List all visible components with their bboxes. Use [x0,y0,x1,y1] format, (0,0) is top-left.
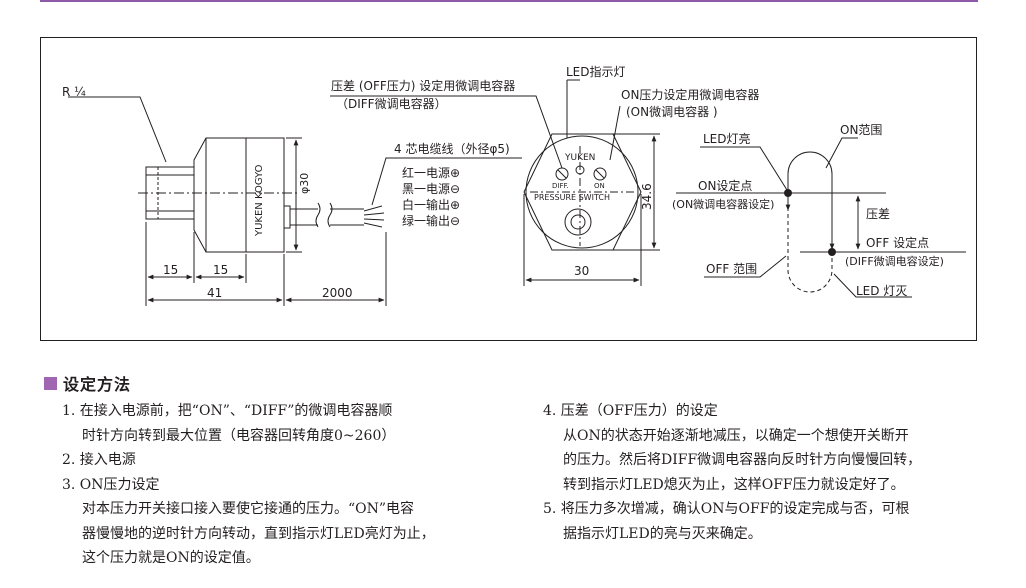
dim-15-left: 15 [163,263,178,277]
off-setpoint-label: OFF 设定点 [866,235,929,250]
off-setpoint-sub: (DIFF微调电容设定) [845,254,944,268]
instruction-line: 3. ON压力设定 [62,476,160,493]
diff-capacitor-sub: （DIFF微调电容器） [336,96,447,111]
instruction-line: 器慢慢地的逆时针方向转动，直到指示灯LED亮灯为止， [82,525,435,542]
instruction-line: 对本压力开关接口接入要使它接通的压力。“ON”电容 [82,501,415,517]
hex-body [193,137,247,253]
section-title: 设定方法 [63,375,132,394]
dim-2000: 2000 [322,286,353,300]
on-off-diagram [676,137,966,298]
instruction-line: 2. 接入电源 [62,452,136,468]
instruction-line: 从ON的状态开始逐渐地减压，以确定一个想使开关断开 [563,427,909,444]
face-diff: DIFF. [552,182,569,190]
cylinder-body [245,137,285,253]
instruction-line: 这个压力就是ON的设定值。 [82,550,260,566]
on-capacitor-label: ON压力设定用微调电容器 [621,87,759,102]
top-rule [40,0,978,2]
led-on-label: LED灯亮 [703,131,751,146]
wire-white: 白一输出⊕ [402,197,460,212]
diff-capacitor-label: 压差 (OFF压力) 设定用微调电容器 [331,78,515,93]
on-setpoint-sub: (ON微调电容器设定) [672,197,774,211]
thread-label: R ¼ [62,85,86,99]
dim-30: 30 [574,264,589,278]
dim-15-right: 15 [213,263,228,277]
instructions-right: 4. 压差（OFF压力）的设定 从ON的状态开始逐渐地减压，以确定一个想使开关断… [543,399,983,546]
front-face-drawing [330,79,660,286]
instruction-line: 据指示灯LED的亮与灭来确定。 [563,525,762,542]
off-range-label: OFF 范围 [706,262,757,276]
wire-red: 红一电源⊕ [402,165,460,180]
off-setpoint-dot [828,248,836,256]
brand-vertical: YUKEN KOGYO [254,164,265,237]
face-switch: PRESSURE SWITCH [534,193,610,202]
instructions-left: 1. 在接入电源前，把“ON”、“DIFF”的微调电容器顺 时针方向转到最大位置… [62,399,522,571]
instruction-line: 的压力。然后将DIFF微调电容器向反时针方向慢慢回转， [563,452,922,468]
dim-34-6: 34.6 [640,183,654,210]
on-setpoint-dot [784,189,792,197]
on-range-label: ON范围 [840,123,882,137]
led-indicator-label: LED指示灯 [566,64,626,79]
face-brand: YUKEN [564,153,595,163]
instruction-line: 时针方向转到最大位置（电容器回转角度0~260） [82,427,396,444]
cable-title: 4 芯电缆线（外径φ5) [394,142,510,156]
on-setpoint-label: ON设定点 [698,178,752,193]
wire-black: 黑一电源⊖ [402,182,460,196]
instruction-line: 5. 将压力多次增减，确认ON与OFF的设定完成与否，可根 [543,501,910,517]
on-capacitor-sub: (ON微调电容器 ) [626,104,718,119]
led-off-label: LED 灯灭 [856,284,907,298]
sensor-body-drawing [68,96,522,306]
instruction-line: 转到指示灯LED熄灭为止，这样OFF压力就设定好了。 [563,476,905,493]
diameter-label: φ30 [298,173,311,194]
heading-marker [44,376,57,390]
dim-41: 41 [207,286,222,300]
instruction-line: 4. 压差（OFF压力）的设定 [543,403,718,419]
section-heading: 设定方法 [44,372,131,394]
instruction-line: 1. 在接入电源前，把“ON”、“DIFF”的微调电容器顺 [62,403,393,419]
face-on: ON [594,182,605,190]
drawing-panel [40,37,977,341]
pressure-diff-label: 压差 [866,207,890,221]
wire-green: 绿一输出⊖ [402,213,460,228]
